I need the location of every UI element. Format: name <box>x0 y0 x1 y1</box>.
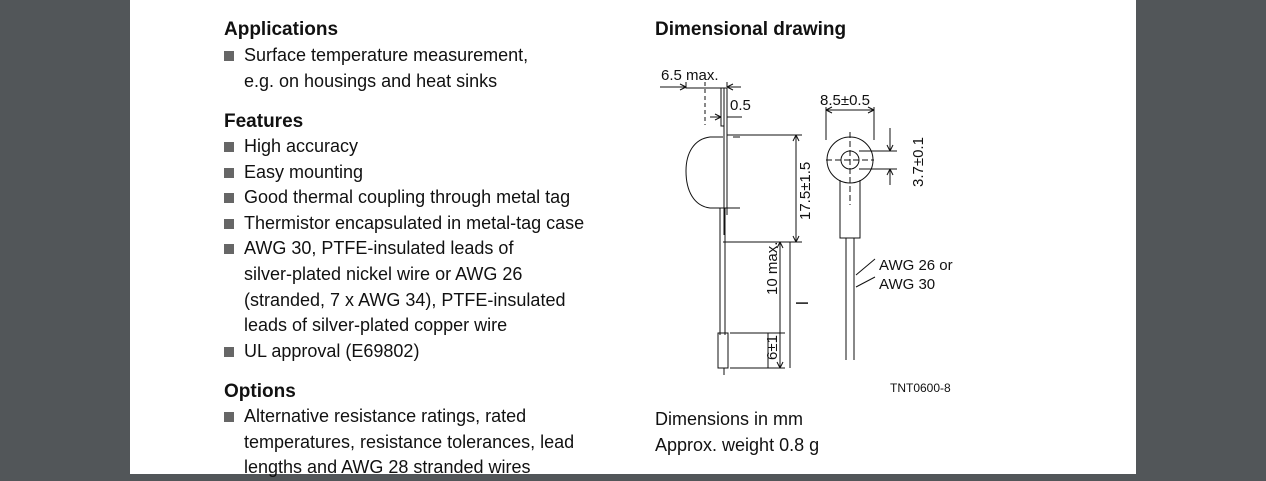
square-bullet-icon <box>224 142 234 152</box>
drawing-heading: Dimensional drawing <box>655 19 847 40</box>
list-item: Good thermal coupling through metal tag <box>224 185 584 211</box>
dimension-label: l <box>793 301 812 305</box>
dimension-label: 0.5 <box>730 97 751 114</box>
dimension-label: 6±1 <box>764 335 781 360</box>
dimensions-note: Dimensions in mm <box>655 409 804 429</box>
dimension-label: 10 max. <box>764 242 781 295</box>
dimension-label: 3.7±0.1 <box>910 137 927 187</box>
options-heading: Options <box>224 381 296 402</box>
list-item: Easy mounting <box>224 160 584 186</box>
features-heading: Features <box>224 111 304 132</box>
side-view-dimension-lines <box>660 83 802 369</box>
wire-label: AWG 26 or <box>879 257 953 274</box>
wire-label: AWG 30 <box>879 276 935 293</box>
list-item: UL approval (E69802) <box>224 339 584 365</box>
dimension-label: 8.5±0.5 <box>820 92 870 109</box>
drawing-code: TNT0600-8 <box>890 381 951 395</box>
square-bullet-icon <box>224 193 234 204</box>
applications-heading: Applications <box>224 19 339 40</box>
list-item: Thermistor encapsulated in metal-tag cas… <box>224 211 584 237</box>
dimensional-drawing: 6.5 max. 0.5 8.5±0.5 3.7±0.1 17.5±1.5 10… <box>660 67 953 395</box>
list-item: High accuracy <box>224 134 584 160</box>
features-list: High accuracy Easy mounting Good thermal… <box>224 134 584 364</box>
side-view <box>685 82 740 375</box>
square-bullet-icon <box>224 244 234 255</box>
square-bullet-icon <box>224 412 234 422</box>
square-bullet-icon <box>224 167 234 178</box>
front-view-dimension-lines <box>825 106 897 288</box>
weight-note: Approx. weight 0.8 g <box>655 435 820 455</box>
front-view <box>826 132 874 360</box>
square-bullet-icon <box>224 218 234 229</box>
dimension-label: 17.5±1.5 <box>797 162 814 220</box>
dimension-label: 6.5 max. <box>661 67 719 84</box>
square-bullet-icon <box>224 346 234 357</box>
list-item: Surface temperature measurement,e.g. on … <box>224 43 528 94</box>
datasheet-page: Applications Surface temperature measure… <box>130 0 1136 477</box>
applications-list: Surface temperature measurement,e.g. on … <box>224 43 528 94</box>
square-bullet-icon <box>224 51 234 61</box>
